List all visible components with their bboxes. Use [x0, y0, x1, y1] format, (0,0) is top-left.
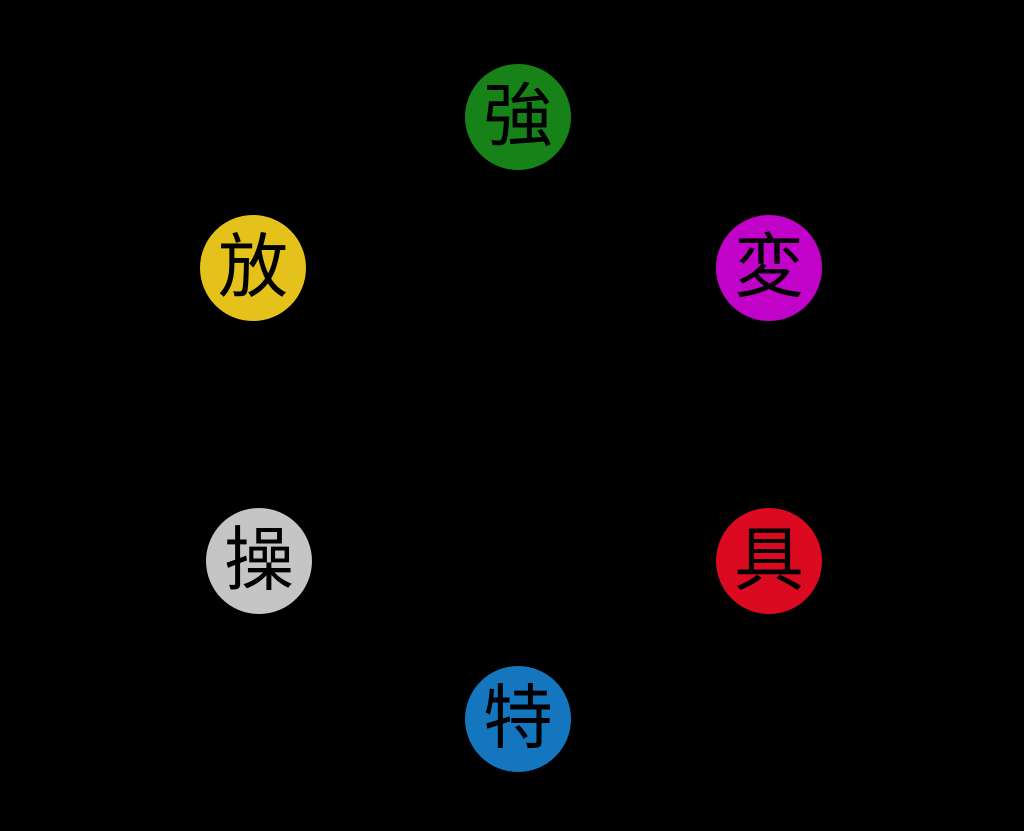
- node-specialization-circle: 特: [465, 666, 571, 772]
- node-conjuration-label: 具: [734, 519, 804, 601]
- node-emission-label: 放: [218, 226, 288, 308]
- node-transmutation-circle: 変: [716, 215, 822, 321]
- node-enhancement-circle: 強: [465, 64, 571, 170]
- node-manipulation-circle: 操: [206, 508, 312, 614]
- node-transmutation-label: 変: [734, 226, 804, 308]
- node-emission-circle: 放: [200, 215, 306, 321]
- node-specialization-label: 特: [483, 677, 553, 759]
- node-conjuration-circle: 具: [716, 508, 822, 614]
- node-enhancement-label: 強: [483, 75, 553, 157]
- node-manipulation-label: 操: [224, 519, 294, 601]
